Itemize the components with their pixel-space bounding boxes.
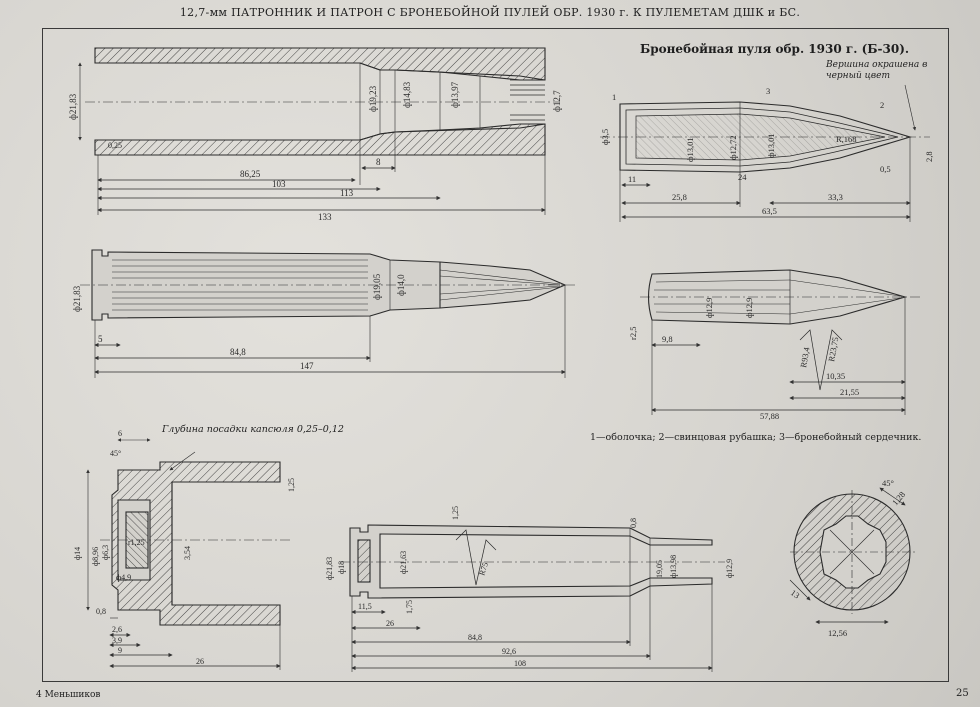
chamber-d-shoulder: ф19,23 xyxy=(368,85,378,112)
primer-len-b: 0,8 xyxy=(96,607,106,616)
primer-r-1: r1,25 xyxy=(128,538,145,547)
page-number: 25 xyxy=(956,688,969,699)
author-footer: 4 Меньшиков xyxy=(36,690,101,700)
case-len-e: 108 xyxy=(514,659,526,668)
bullet-part-1: 1 xyxy=(612,92,616,102)
section-d-1: 12,56 xyxy=(828,628,847,638)
primer-pocket-labels: 6 45° ф14 ф8,96 ф6,3 ф4,9 r1,25 3,54 0,8… xyxy=(73,429,296,666)
bullet-tip: 0,5 xyxy=(880,164,891,174)
cartridge-d-base: ф21,83 xyxy=(72,285,82,312)
bullet2-len-d: 57,88 xyxy=(760,411,779,421)
sheet-title: 12,7-мм ПАТРОННИК И ПАТРОН С БРОНЕБОЙНОЙ… xyxy=(179,6,801,19)
bullet2-d-1: ф12,9 xyxy=(704,298,714,318)
bullet-d-core: ф12,72 xyxy=(728,135,738,160)
bullet2-r-base: r2,5 xyxy=(628,327,638,340)
case-len-c: 84,8 xyxy=(468,633,482,642)
cartridge-d-neck: ф14,0 xyxy=(396,274,406,296)
case-d-3: ф21,63 xyxy=(399,551,408,574)
parts-legend: 1—оболочка; 2—свинцовая рубашка; 3—броне… xyxy=(590,432,922,443)
primer-len-c: 2,6 xyxy=(112,625,122,634)
chamber-drawing xyxy=(78,47,560,215)
bullet-len-a: 11 xyxy=(628,174,636,184)
bullet-exterior-drawing xyxy=(640,269,920,415)
bullet-d-body: ф13,01 xyxy=(685,137,695,162)
primer-d-3: ф6,3 xyxy=(101,545,110,560)
cartridge-total-len: 147 xyxy=(300,361,314,371)
primer-depth-note: Глубина посадки капсюля 0,25–0,12 xyxy=(162,424,344,435)
primer-angle: 45° xyxy=(110,449,121,458)
primer-top: 6 xyxy=(118,429,122,438)
bullet2-len-a: 9,8 xyxy=(662,334,673,344)
tip-note: Вершина окрашена в черный цвет xyxy=(826,60,928,81)
case-d-2: ф18 xyxy=(337,561,346,574)
bullet-part-3: 3 xyxy=(766,86,770,96)
cartridge-case-len: 84,8 xyxy=(230,347,246,357)
case-section-labels: ф21,83 ф18 ф21,63 ф13,98 ф12,9 19,05 R75… xyxy=(325,506,734,668)
bullet-d-base: ф3,5 xyxy=(600,129,610,145)
cartridge-d-shoulder: ф19,05 xyxy=(372,273,382,300)
case-len-a: 11,5 xyxy=(358,602,372,611)
case-d-4: ф13,98 xyxy=(669,555,678,578)
bullet-tip2: 2,8 xyxy=(924,151,934,162)
chamber-len1: 86,25 xyxy=(240,169,261,179)
bullet-len-e: 24 xyxy=(738,172,747,182)
case-len-d: 92,6 xyxy=(502,647,516,656)
bullet-r-ogive: R,168 xyxy=(836,134,857,144)
chamber-d-neck2: ф13,97 xyxy=(450,81,460,108)
chamber-d-neck: ф14,83 xyxy=(402,81,412,108)
bullet-len-d: 33,3 xyxy=(828,192,843,202)
case-section-drawing xyxy=(340,524,725,672)
chamber-chamfer: 0,25 xyxy=(108,141,122,150)
primer-pocket-drawing xyxy=(86,438,290,670)
bullet-section-drawing xyxy=(600,84,930,222)
bullet2-d-2: ф12,9 xyxy=(744,298,754,318)
case-h-2: 0,8 xyxy=(629,518,638,528)
chamber-len4: 133 xyxy=(318,212,332,222)
chamber-labels: ф21,83 ф19,23 ф14,83 ф13,97 ф12,7 86,25 … xyxy=(68,81,562,222)
primer-d-4: ф4,9 xyxy=(116,573,131,582)
bullet-len-c: 63,5 xyxy=(762,206,777,216)
bullet-part-2: 2 xyxy=(880,100,884,110)
chamber-len2: 103 xyxy=(272,179,286,189)
section-angle: 45° xyxy=(882,478,894,488)
bullet2-r-a: R93,4 xyxy=(798,346,812,369)
bullet-len-b: 25,8 xyxy=(672,192,687,202)
primer-h: 1,25 xyxy=(287,478,296,492)
chamber-shoulder-len: 8 xyxy=(376,157,381,167)
cartridge-labels: ф21,83 ф19,05 ф14,0 5 84,8 147 xyxy=(72,273,406,371)
case-r-1: R75 xyxy=(477,561,490,576)
case-len-b: 26 xyxy=(386,619,394,628)
bullet-title: Бронебойная пуля обр. 1930 г. (Б-30). xyxy=(640,42,910,56)
bullet-exterior-labels: ф12,9 ф12,9 r2,5 9,8 R93,4 R23,75 10,35 … xyxy=(628,298,859,421)
chamber-d-bore: ф12,7 xyxy=(552,90,562,112)
primer-d-2: ф8,96 xyxy=(91,547,100,566)
bullet2-r-b: R23,75 xyxy=(826,336,840,362)
drawing-frame xyxy=(42,28,949,682)
case-d-6: 19,05 xyxy=(655,560,664,578)
primer-len-a: 3,54 xyxy=(183,546,192,560)
primer-len-f: 26 xyxy=(196,657,204,666)
primer-len-d: 3,9 xyxy=(112,636,122,645)
cross-section-drawing xyxy=(789,487,915,625)
primer-d-1: ф14 xyxy=(73,547,82,560)
bullet-section-labels: ф3,5 ф13,01 ф12,72 ф13,01 R,168 0,5 2,8 … xyxy=(600,86,934,216)
chamber-len3: 113 xyxy=(340,188,354,198)
cartridge-drawing xyxy=(80,249,575,378)
bullet2-len-c: 21,55 xyxy=(840,387,859,397)
case-d-1: ф21,83 xyxy=(325,557,334,580)
case-h-3: 1,75 xyxy=(405,600,414,614)
bullet2-len-b: 10,35 xyxy=(826,371,845,381)
chamber-d-base: ф21,83 xyxy=(68,93,78,120)
bullet-d-front: ф13,01 xyxy=(766,133,776,158)
case-d-5: ф12,9 xyxy=(725,559,734,578)
cartridge-rim-len: 5 xyxy=(98,334,103,344)
case-h-1: 1,25 xyxy=(451,506,460,520)
primer-len-e: 9 xyxy=(118,646,122,655)
